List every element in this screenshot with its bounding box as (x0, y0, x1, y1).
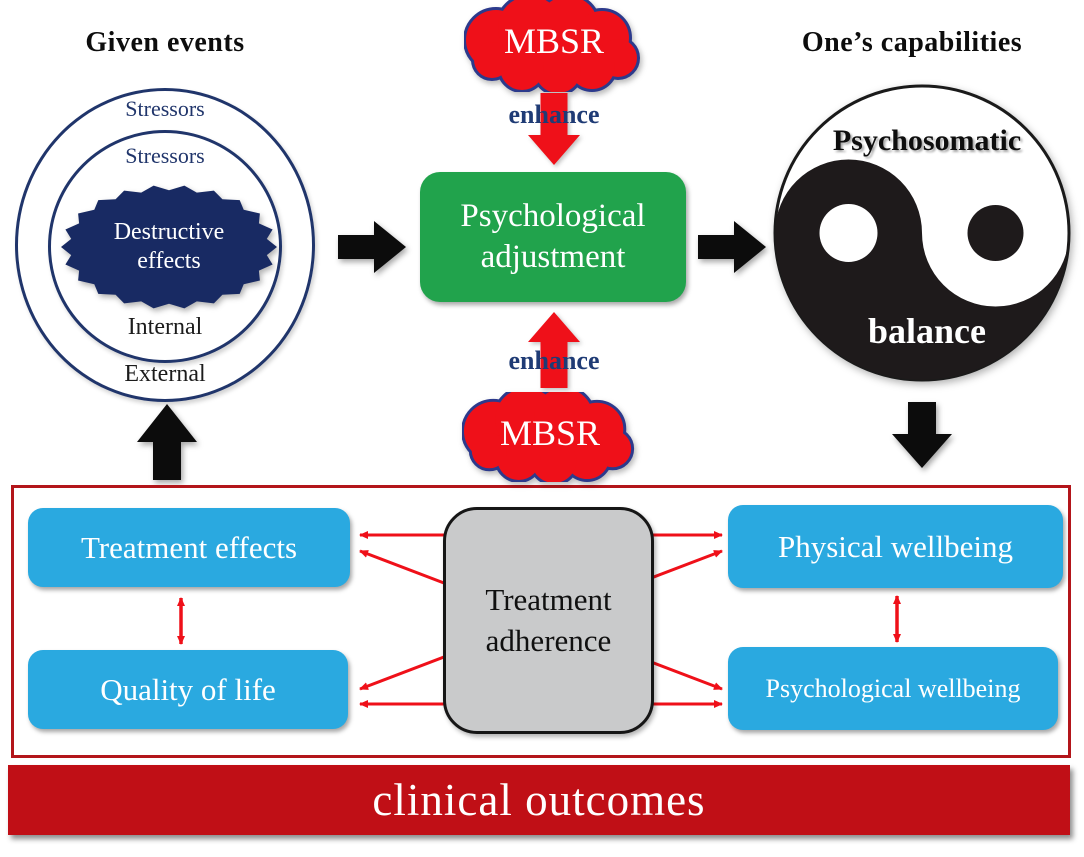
outer-stress-ring (15, 88, 315, 402)
mbsr-bottom-label: MBSR (499, 413, 601, 453)
given-events-title: Given events (85, 27, 245, 58)
arrow-right-icon (698, 221, 766, 273)
psychological-wellbeing-box: Psychological wellbeing (728, 647, 1058, 730)
internal-label: Internal (127, 314, 203, 340)
stressors-inner-label: Stressors (125, 143, 205, 168)
ones-capabilities-title: One’s capabilities (801, 27, 1023, 58)
enhance-top-label: enhance (508, 100, 600, 129)
destructive-effects-burst-icon (61, 185, 277, 309)
treatment-effects-box: Treatment effects (28, 508, 350, 587)
enhance-arrow-up-icon (528, 312, 580, 388)
psychosomatic-label: Psychosomatic (832, 124, 1022, 157)
physical-wellbeing-box: Physical wellbeing (728, 505, 1063, 588)
quality-of-life-box: Quality of life (28, 650, 348, 729)
arrow-down-icon (892, 402, 952, 468)
arrow-right-icon (338, 221, 406, 273)
arrow-up-icon (137, 404, 197, 480)
enhance-bottom-label: enhance (508, 346, 600, 375)
psychological-adjustment-box: Psychological adjustment (420, 172, 686, 302)
mbsr-top-label: MBSR (503, 21, 605, 61)
inner-stress-ring (48, 130, 282, 363)
clinical-outcomes-banner: clinical outcomes (8, 765, 1070, 835)
treatment-adherence-box: Treatment adherence (443, 507, 654, 734)
destructive-effects-label: Destructive effects (113, 219, 225, 274)
external-label: External (124, 361, 206, 387)
balance-label: balance (867, 311, 986, 351)
yin-yang-icon (773, 84, 1071, 382)
stressors-outer-label: Stressors (125, 96, 205, 121)
enhance-arrow-down-icon (528, 93, 580, 165)
